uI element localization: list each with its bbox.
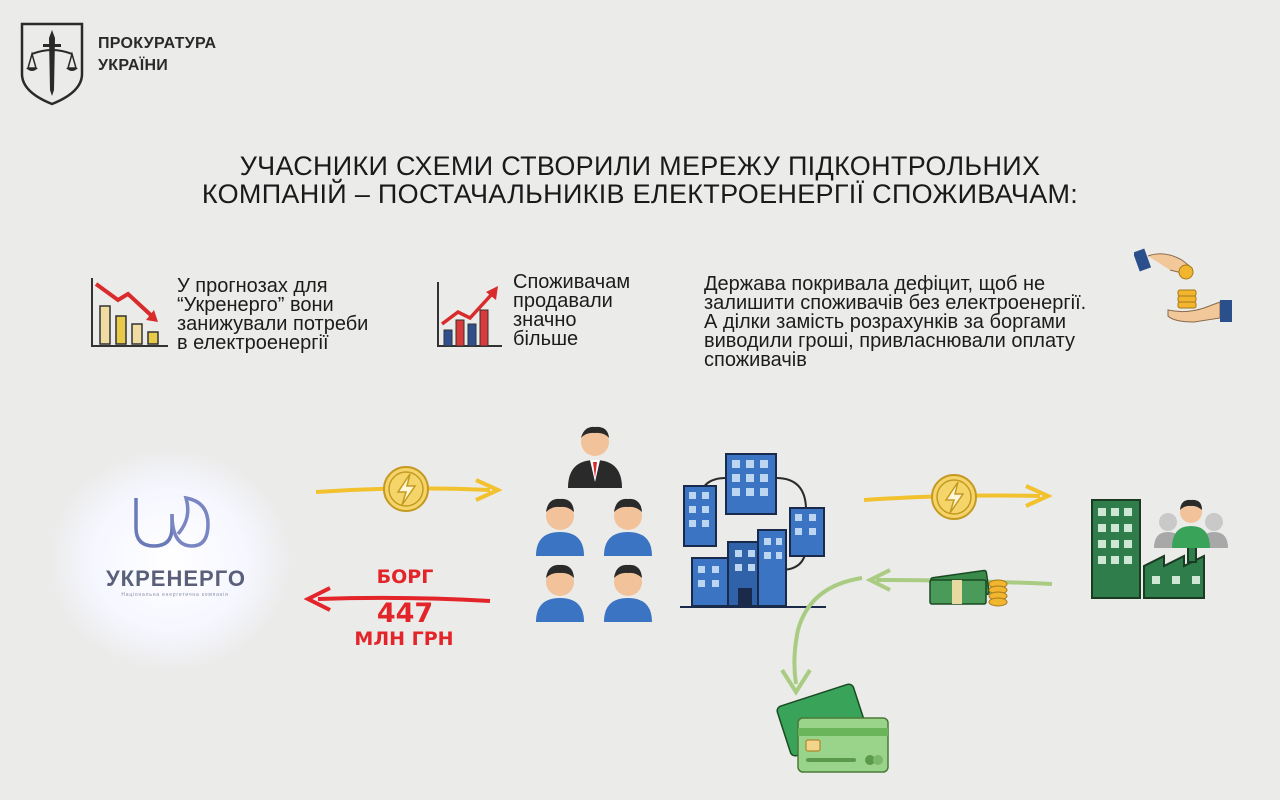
debt-amount: 447 [376, 598, 434, 629]
info-text-3: Держава покривала дефіцит, щоб не залиши… [704, 273, 1087, 371]
hand-coins-icon [1134, 248, 1232, 323]
debt-label: БОРГ [376, 566, 434, 588]
info-text-1: У прогнозах для “Укренерго” вони занижув… [177, 275, 369, 354]
trident-emblem-icon [20, 22, 84, 106]
logo-name: УКРЕНЕРГО [106, 566, 246, 591]
debt-arrow [304, 586, 491, 612]
credit-cards-icon [776, 683, 889, 773]
page-title: УЧАСНИКИ СХЕМИ СТВОРИЛИ МЕРЕЖУ ПІДКОНТРО… [201, 151, 1079, 209]
org-name: ПРОКУРАТУРА УКРАЇНИ [98, 35, 217, 74]
logo-glow [50, 450, 290, 670]
info-text-2: Споживачам продавали значно більше [513, 271, 631, 350]
energy-flow-arrow-2 [863, 474, 1052, 520]
logo-subtitle: Національна енергетична компанія [121, 592, 229, 598]
chart-down-icon [91, 278, 168, 347]
person-boss [568, 426, 622, 488]
people-group-icon [536, 426, 652, 622]
company-network-icon [680, 453, 826, 608]
chart-up-icon [437, 282, 502, 347]
consumers-icon [1091, 499, 1228, 599]
debt-unit: МЛН ГРН [354, 628, 454, 650]
energy-flow-arrow-1 [315, 466, 502, 512]
money-icon [929, 569, 1008, 607]
diversion-arrow [780, 576, 863, 696]
ukrenergo-logo-icon [134, 495, 210, 548]
